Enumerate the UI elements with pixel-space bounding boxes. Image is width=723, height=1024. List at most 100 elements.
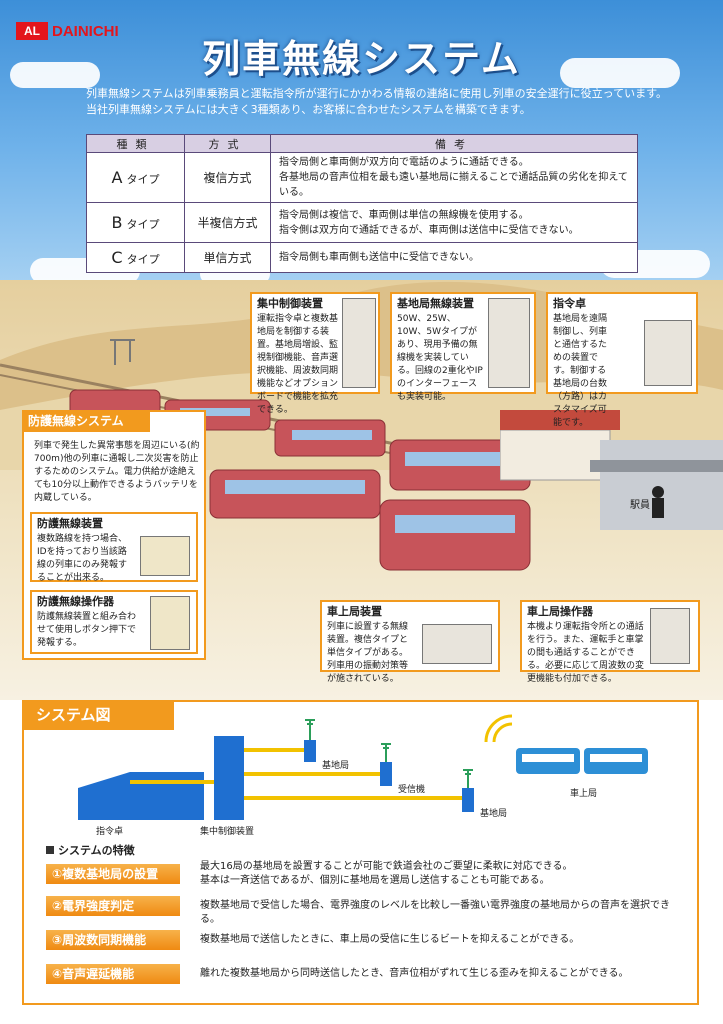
note-cell: 指令局側も車両側も送信中に受信できない。 <box>270 242 638 273</box>
callout-text: 運転指令卓と複数基地局を制御する装置。基地局増設、監視制御機能、音声選択機能、周… <box>257 314 339 415</box>
callout-title: 防護無線操作器 <box>37 595 114 608</box>
type-letter: C <box>111 248 123 267</box>
callout-onboard-operator: 車上局操作器 本機より運転指令所との通話を行う。また、運転手と車掌の間も通話する… <box>520 600 700 684</box>
callout-text: 50W、25W、10W、5Wタイプがあり、現用予備の無線機を実装している。回線の… <box>397 314 483 402</box>
base-station-1-shape <box>304 740 316 762</box>
feature-label: ①複数基地局の設置 <box>46 864 180 884</box>
note-line: 各基地局の音声位相を最も遠い基地局に揃えることで通話品質の劣化を抑えている。 <box>279 172 628 198</box>
label-onboard-station: 車上局 <box>570 789 598 799</box>
onboard-train-shape <box>516 748 648 774</box>
guard-radio-description: 列車で発生した異常事態を周辺にいる(約700m)他の列車に通報し二次災害を防止す… <box>34 441 200 503</box>
feature-line: 最大16局の基地局を設置することが可能で鉄道会社のご要望に柔軟に対応できる。 <box>200 861 573 872</box>
central-control-device-image <box>342 298 376 388</box>
callout-title: 防護無線装置 <box>37 517 103 530</box>
header-method: 方式 <box>184 134 271 153</box>
feature-item: ④音声遅延機能 離れた複数基地局から同時送信したとき、音声位相がずれて生じる歪み… <box>46 964 686 986</box>
logo-text: DAINICHI <box>52 22 119 40</box>
header-notes: 備考 <box>270 134 638 153</box>
callout-title: 車上局装置 <box>327 605 382 618</box>
features-heading-text: システムの特徴 <box>58 844 135 857</box>
callout-console: 指令卓 基地局を遠隔制御し、列車と通信するための装置です。制御する基地局の台数（… <box>546 292 698 428</box>
feature-label: ④音声遅延機能 <box>46 964 180 984</box>
label-base-station-1: 基地局 <box>322 761 350 771</box>
type-letter: B <box>111 213 123 232</box>
callout-title: 車上局操作器 <box>527 605 593 618</box>
label-console: 指令卓 <box>96 827 124 837</box>
header-type: 種類 <box>86 134 185 153</box>
feature-description: 最大16局の基地局を設置することが可能で鉄道会社のご要望に柔軟に対応できる。 基… <box>200 860 686 888</box>
label-base-station-2: 基地局 <box>480 809 508 819</box>
guard-unit-device-image <box>140 536 190 576</box>
callout-text: 列車に設置する無線装置。複信タイプと単信タイプがある。列車用の振動対策等が施され… <box>327 622 409 684</box>
callout-guard-unit: 防護無線装置 複数路線を持つ場合、IDを持っており当該路線の列車にのみ発報するこ… <box>30 512 198 583</box>
type-suffix: タイプ <box>126 218 160 231</box>
logo-mark: AL <box>16 22 48 40</box>
cloud <box>10 62 100 88</box>
note-line: 指令局側も車両側も送信中に受信できない。 <box>279 252 479 263</box>
note-cell: 指令局側は複信で、車両側は単信の無線機を使用する。指令側は双方向で通話できるが、… <box>270 202 638 243</box>
feature-line: 離れた複数基地局から同時送信したとき、音声位相がずれて生じる歪みを抑えることがで… <box>200 968 629 979</box>
console-device-image <box>644 320 692 386</box>
note-line: 指令局側は複信で、車両側は単信の無線機を使用する。 <box>279 209 529 221</box>
callout-text: 本機より運転指令所との通話を行う。また、運転手と車掌の間も通話することができる。… <box>527 622 645 684</box>
base-station-2-shape <box>462 788 474 812</box>
callout-text: 防護無線装置と組み合わせて使用しボタン押下で発報する。 <box>37 612 137 648</box>
note-line: 指令側は双方向で通話できるが、車両側は送信中に受信できない。 <box>279 224 579 236</box>
callout-base-station: 基地局無線装置 50W、25W、10W、5Wタイプがあり、現用予備の無線機を実装… <box>390 292 536 402</box>
callout-guard-operator: 防護無線操作器 防護無線装置と組み合わせて使用しボタン押下で発報する。 <box>30 590 198 654</box>
feature-line: 基本は一斉送信であるが、個別に基地局を選局し送信することも可能である。 <box>200 875 550 886</box>
method-cell: 半複信方式 <box>184 202 271 243</box>
feature-description: 複数基地局で送信したときに、車上局の受信に生じるビートを抑えることができる。 <box>200 933 686 947</box>
note-cell: 指令局側と車両側が双方向で電話のように通話できる。各基地局の音声位相を最も遠い基… <box>270 152 638 203</box>
callout-title: 集中制御装置 <box>257 297 323 310</box>
guard-radio-panel: 防護無線システム 列車で発生した異常事態を周辺にいる(約700m)他の列車に通報… <box>22 410 206 660</box>
type-suffix: タイプ <box>126 173 160 186</box>
callout-text: 基地局を遠隔制御し、列車と通信するための装置です。制御する基地局の台数（方路）は… <box>553 314 608 428</box>
callout-central-control: 集中制御装置 運転指令卓と複数基地局を制御する装置。基地局増設、監視制御機能、音… <box>250 292 380 415</box>
features-heading: システムの特徴 <box>46 842 135 858</box>
brand-logo: AL DAINICHI <box>16 22 119 40</box>
central-control-shape <box>214 736 244 820</box>
base-station-device-image <box>488 298 530 388</box>
station-staff-label: 駅員 <box>630 500 650 511</box>
guard-radio-title: 防護無線システム <box>22 410 150 432</box>
page-title: 列車無線システム <box>202 37 521 81</box>
onboard-operator-device-image <box>650 608 690 664</box>
square-bullet-icon <box>46 846 54 854</box>
feature-item: ③周波数同期機能 複数基地局で送信したときに、車上局の受信に生じるビートを抑える… <box>46 930 686 952</box>
method-cell: 単信方式 <box>184 242 271 273</box>
callout-title: 指令卓 <box>553 297 586 310</box>
label-receiver: 受信機 <box>398 785 426 795</box>
station-building <box>500 410 723 530</box>
system-diagram <box>78 714 648 820</box>
guard-operator-device-image <box>150 596 190 650</box>
system-diagram-title: システム図 <box>22 700 174 730</box>
callout-title: 基地局無線装置 <box>397 297 474 310</box>
intro-line: 列車無線システムは列車乗務員と運転指令所が運行にかかわる情報の連絡に使用し列車の… <box>86 87 668 100</box>
train-illustration <box>69 389 531 571</box>
feature-line: 複数基地局で送信したときに、車上局の受信に生じるビートを抑えることができる。 <box>200 934 580 945</box>
intro-text: 列車無線システムは列車乗務員と運転指令所が運行にかかわる情報の連絡に使用し列車の… <box>86 86 686 118</box>
feature-description: 離れた複数基地局から同時送信したとき、音声位相がずれて生じる歪みを抑えることがで… <box>200 967 686 981</box>
note-line: 指令局側と車両側が双方向で電話のように通話できる。 <box>279 157 529 168</box>
system-diagram-panel: システム図 指令卓 集中制御装置 基地局 受信機 基地局 車上局 システムの特徴… <box>22 700 699 1005</box>
intro-line: 当社列車無線システムには大きく3種類あり、お客様に合わせたシステムを構築できます… <box>86 103 531 116</box>
callout-onboard-station: 車上局装置 列車に設置する無線装置。複信タイプと単信タイプがある。列車用の振動対… <box>320 600 500 684</box>
feature-label: ③周波数同期機能 <box>46 930 180 950</box>
type-suffix: タイプ <box>126 253 160 266</box>
receiver-shape <box>380 762 392 786</box>
method-cell: 複信方式 <box>184 152 271 203</box>
type-table-header: 種類 方式 備考 <box>86 134 638 153</box>
type-letter: A <box>111 168 123 187</box>
feature-description: 複数基地局で受信した場合、電界強度のレベルを比較し一番強い電界強度の基地局からの… <box>200 899 686 927</box>
cloud <box>560 58 680 88</box>
feature-line: 複数基地局で受信した場合、電界強度のレベルを比較し一番強い電界強度の基地局からの… <box>200 900 670 925</box>
callout-text: 複数路線を持つ場合、IDを持っており当該路線の列車にのみ発報することが出来る。 <box>37 534 128 583</box>
